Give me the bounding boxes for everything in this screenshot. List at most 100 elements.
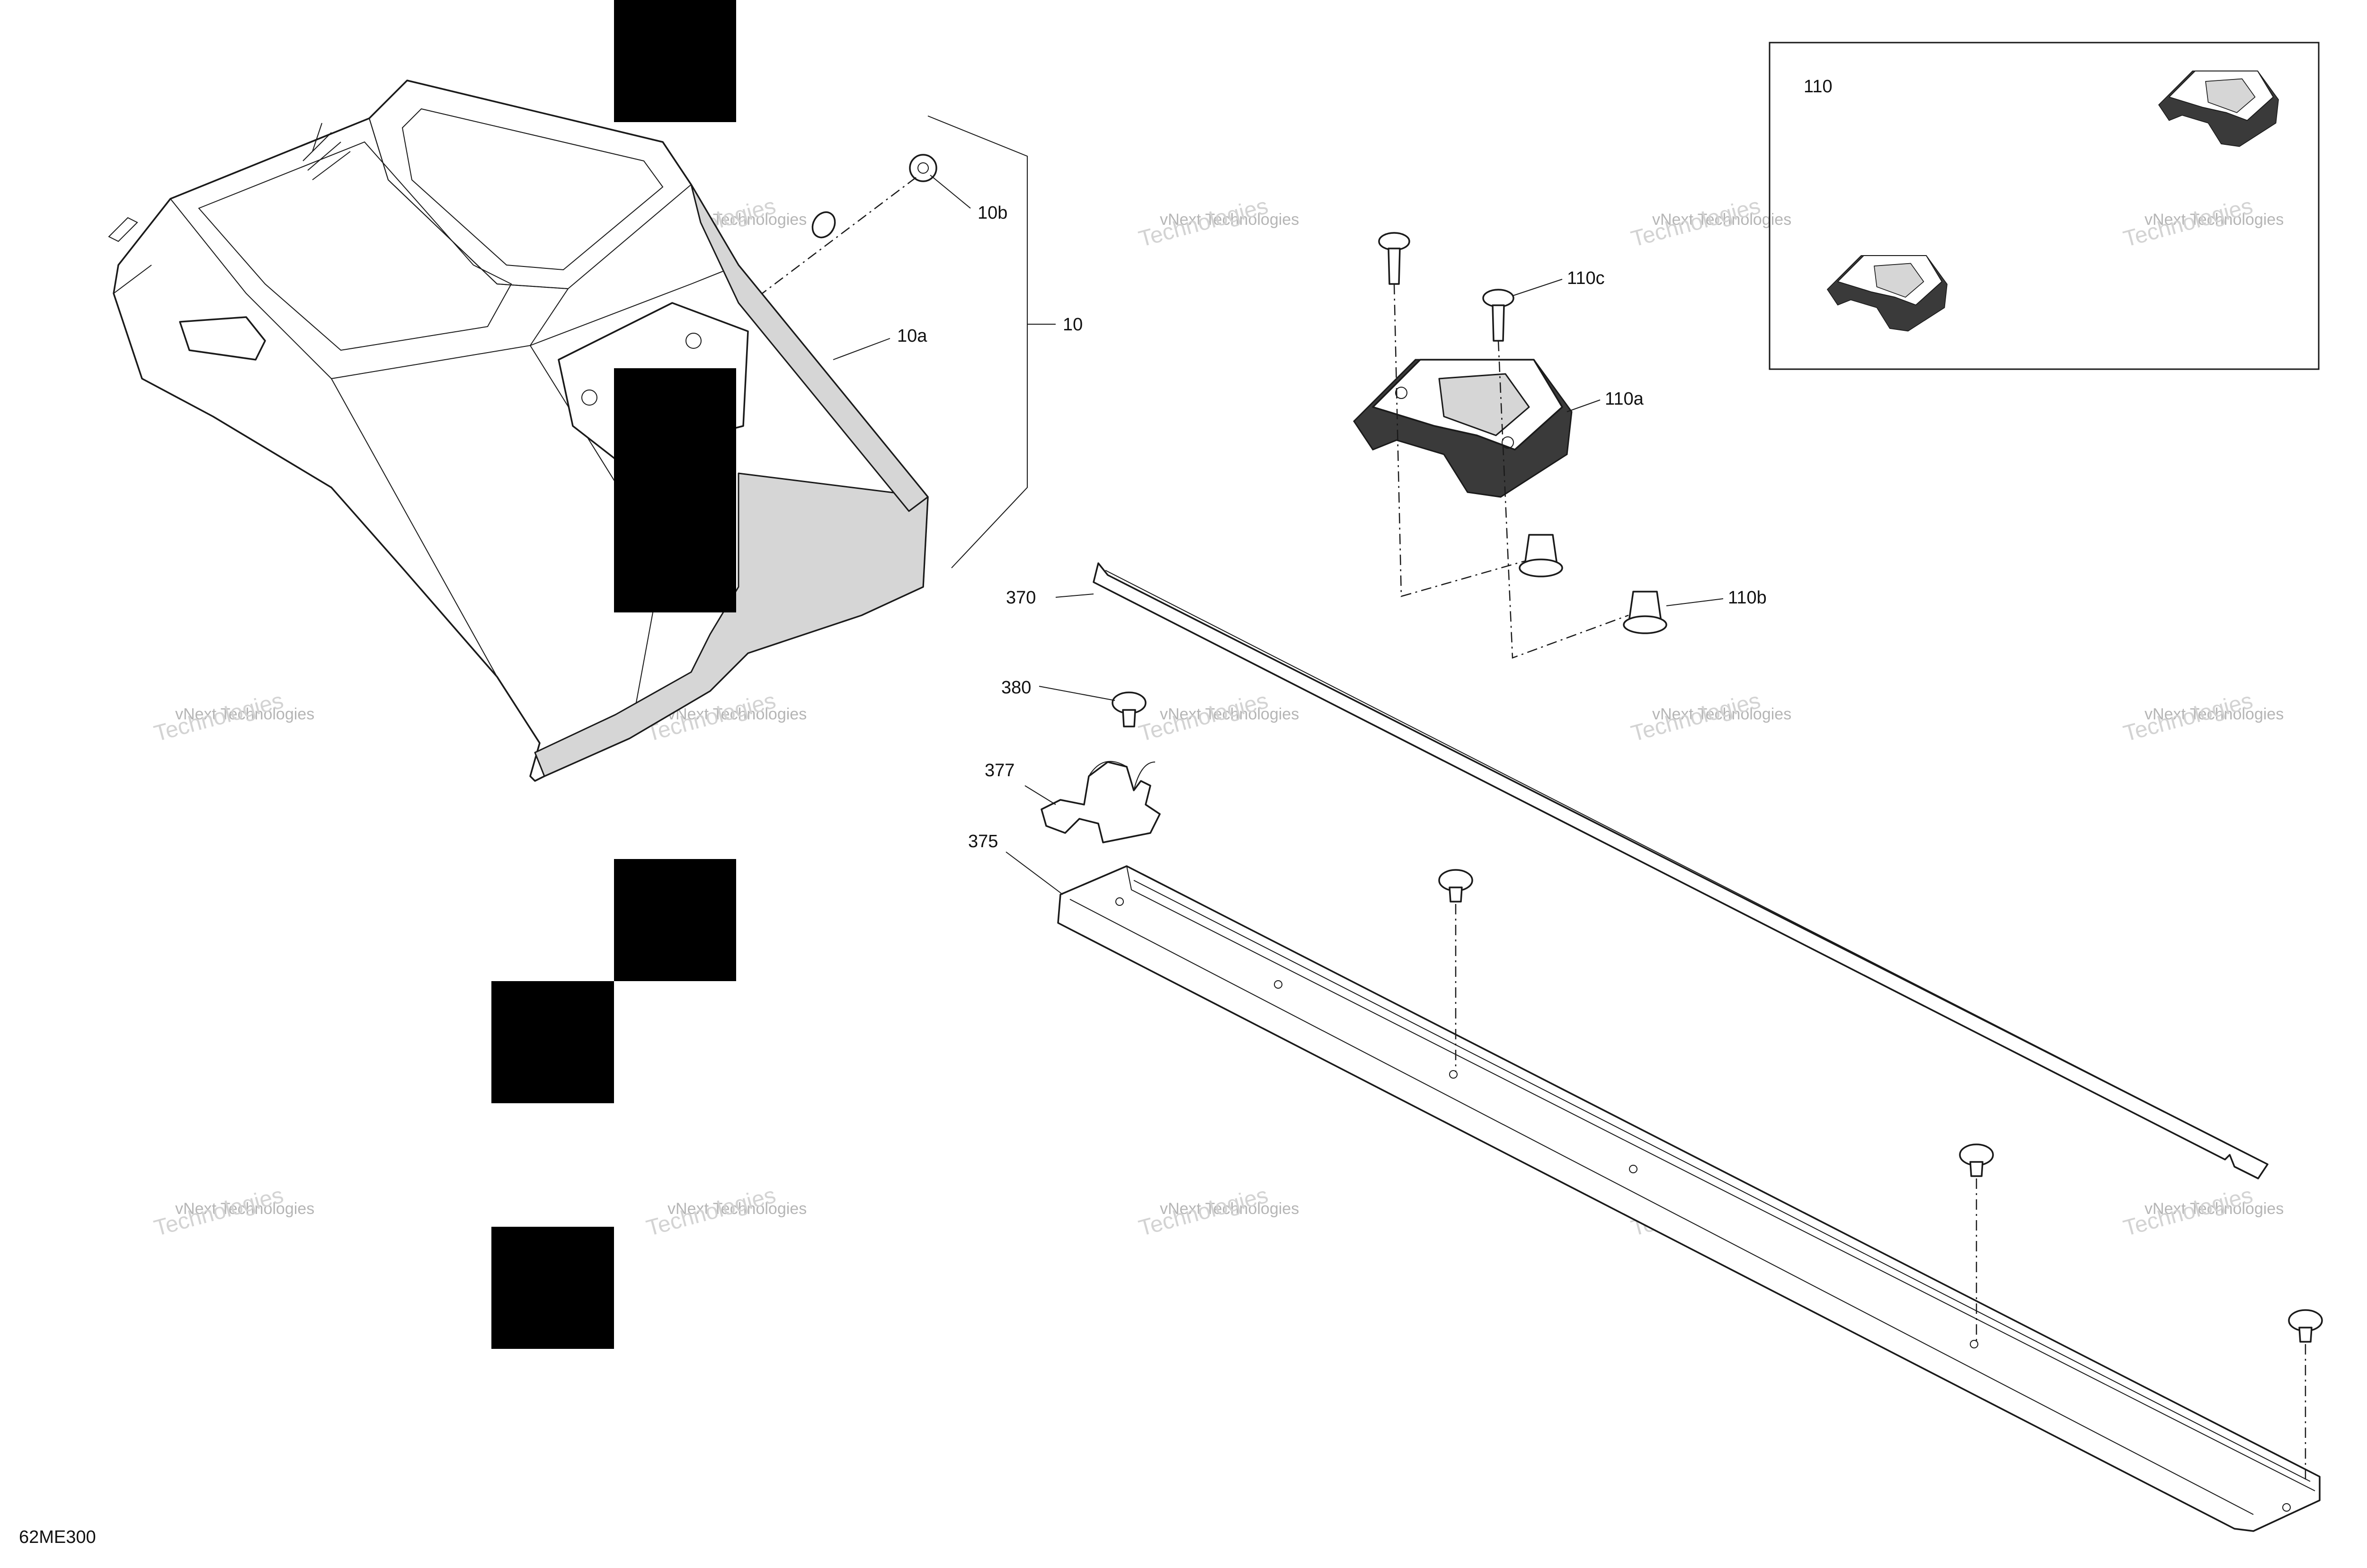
trim-strip [1093, 562, 2269, 1179]
rail-body [1057, 865, 2321, 1532]
callout-377: 377 [985, 761, 1014, 780]
watermark: vNext Technologies Technologies [151, 1183, 314, 1241]
cover-left-panel [169, 117, 569, 380]
watermark-text: vNext Technologies [667, 705, 807, 723]
watermark-text: Technologies [2121, 194, 2255, 252]
rivet-shank [1969, 1161, 1984, 1177]
inserts-part-110b: 110b [1519, 534, 1767, 634]
callout-110b: 110b [1728, 588, 1767, 608]
watermark-text: vNext Technologies [2145, 705, 2284, 723]
redaction-block [491, 981, 614, 1103]
watermark-text: vNext Technologies [2145, 211, 2284, 229]
rivet-part-380: 380 [1001, 678, 1147, 727]
clamp-part-377: 377 [985, 761, 1161, 843]
rail-hole [2282, 1503, 2291, 1512]
clamp-body [1041, 761, 1161, 843]
callout-group-10: 10 10b 10a [833, 115, 1083, 568]
cover-side-tab [179, 316, 266, 361]
diagram-code: 62ME300 [19, 1527, 96, 1547]
watermark-text: Technologies [1628, 688, 1763, 747]
rail-rivets [1438, 869, 2323, 1481]
screw-head [1482, 289, 1514, 308]
callout-375: 375 [968, 832, 998, 851]
callout-10: 10 [1063, 315, 1083, 335]
cover-left-recess [198, 141, 512, 351]
assembly-axis [762, 177, 917, 294]
insert-flange [1519, 558, 1563, 577]
insert-flange [1623, 615, 1667, 634]
leader-10a [833, 338, 890, 360]
watermark-text: vNext Technologies [1652, 705, 1791, 723]
rail-channel [1133, 880, 2311, 1482]
callout-110: 110 [1804, 77, 1833, 97]
watermark: vNext Technologies Technologies [1136, 194, 1299, 252]
rail-channel [1126, 866, 2315, 1491]
watermark-text: vNext Technologies [1160, 705, 1299, 723]
watermark-text: vNext Technologies [175, 705, 314, 723]
clamp-loop [1088, 761, 1156, 791]
handle-grip-opening [1438, 373, 1530, 436]
watermark-text: vNext Technologies [667, 1200, 807, 1218]
cover-shaded-side [690, 184, 929, 512]
rivet-shank [1122, 709, 1136, 727]
assembly-axis [1497, 340, 1629, 659]
watermark: vNext Technologies Technologies [1628, 688, 1791, 747]
watermark-text: Technologies [151, 1183, 286, 1241]
callout-10b: 10b [978, 203, 1007, 223]
cover-edge-fin [108, 217, 152, 294]
leader-10b [930, 175, 971, 209]
inset-handle [2158, 71, 2279, 147]
screw-head [909, 154, 937, 182]
callout-110c: 110c [1567, 268, 1605, 288]
watermark-text: Technologies [1136, 1183, 1271, 1241]
rail-hole [1970, 1340, 1978, 1348]
washer [811, 211, 836, 239]
watermark: vNext Technologies Technologies [1628, 194, 1791, 252]
leader-370 [1055, 594, 1094, 598]
cover-ridge [331, 265, 739, 739]
callout-380: 380 [1001, 678, 1031, 698]
rivet-shank [2298, 1327, 2313, 1343]
group-bracket-10 [927, 115, 1028, 568]
cover-top-recess [401, 108, 664, 271]
callout-110a: 110a [1605, 389, 1644, 409]
watermark: vNext Technologies Technologies [1136, 1183, 1299, 1241]
watermark-text: vNext Technologies [2145, 1200, 2284, 1218]
watermark: vNext Technologies Technologies [644, 1183, 807, 1241]
leader-110a [1566, 399, 1601, 412]
watermark: vNext Technologies Technologies [2121, 194, 2284, 252]
screws-part-110c: 110c [1378, 232, 1629, 659]
watermark-text: Technologies [1136, 194, 1271, 252]
watermark: vNext Technologies Technologies [151, 688, 314, 747]
assembly-axis [1393, 283, 1534, 597]
inset-frame [1769, 42, 2320, 370]
handle-screw-hole [1502, 436, 1514, 449]
watermark: vNext Technologies Technologies [1136, 688, 1299, 747]
cover-connectors [303, 123, 351, 180]
screw-part-10b [762, 154, 937, 294]
rail-hole [1115, 897, 1124, 906]
watermark-text: Technologies [644, 1183, 778, 1241]
cover-bracket-hole [581, 390, 597, 406]
rail-hole [1274, 980, 1282, 989]
kit-inset-110: 110 [1769, 42, 2320, 370]
rail-part-375: 375 [968, 832, 2321, 1532]
rail-hole [1629, 1165, 1637, 1173]
cover-body [113, 80, 929, 782]
watermark: vNext Technologies Technologies [2121, 1183, 2284, 1241]
inset-handle [1826, 255, 1948, 332]
callout-370: 370 [1006, 588, 1036, 608]
screw-shank [1388, 248, 1401, 285]
rivet-shank [1449, 886, 1463, 903]
handle-part-110a [1353, 359, 1573, 498]
watermark-text: vNext Technologies [1160, 1200, 1299, 1218]
redaction-block [614, 859, 736, 981]
leader-377 [1024, 785, 1056, 805]
handle-screw-hole [1395, 387, 1407, 399]
redaction-blocks [491, 0, 736, 1349]
screw-socket [917, 162, 929, 174]
leader-380 [1039, 686, 1115, 701]
cover-shaded-skirt [534, 472, 929, 777]
